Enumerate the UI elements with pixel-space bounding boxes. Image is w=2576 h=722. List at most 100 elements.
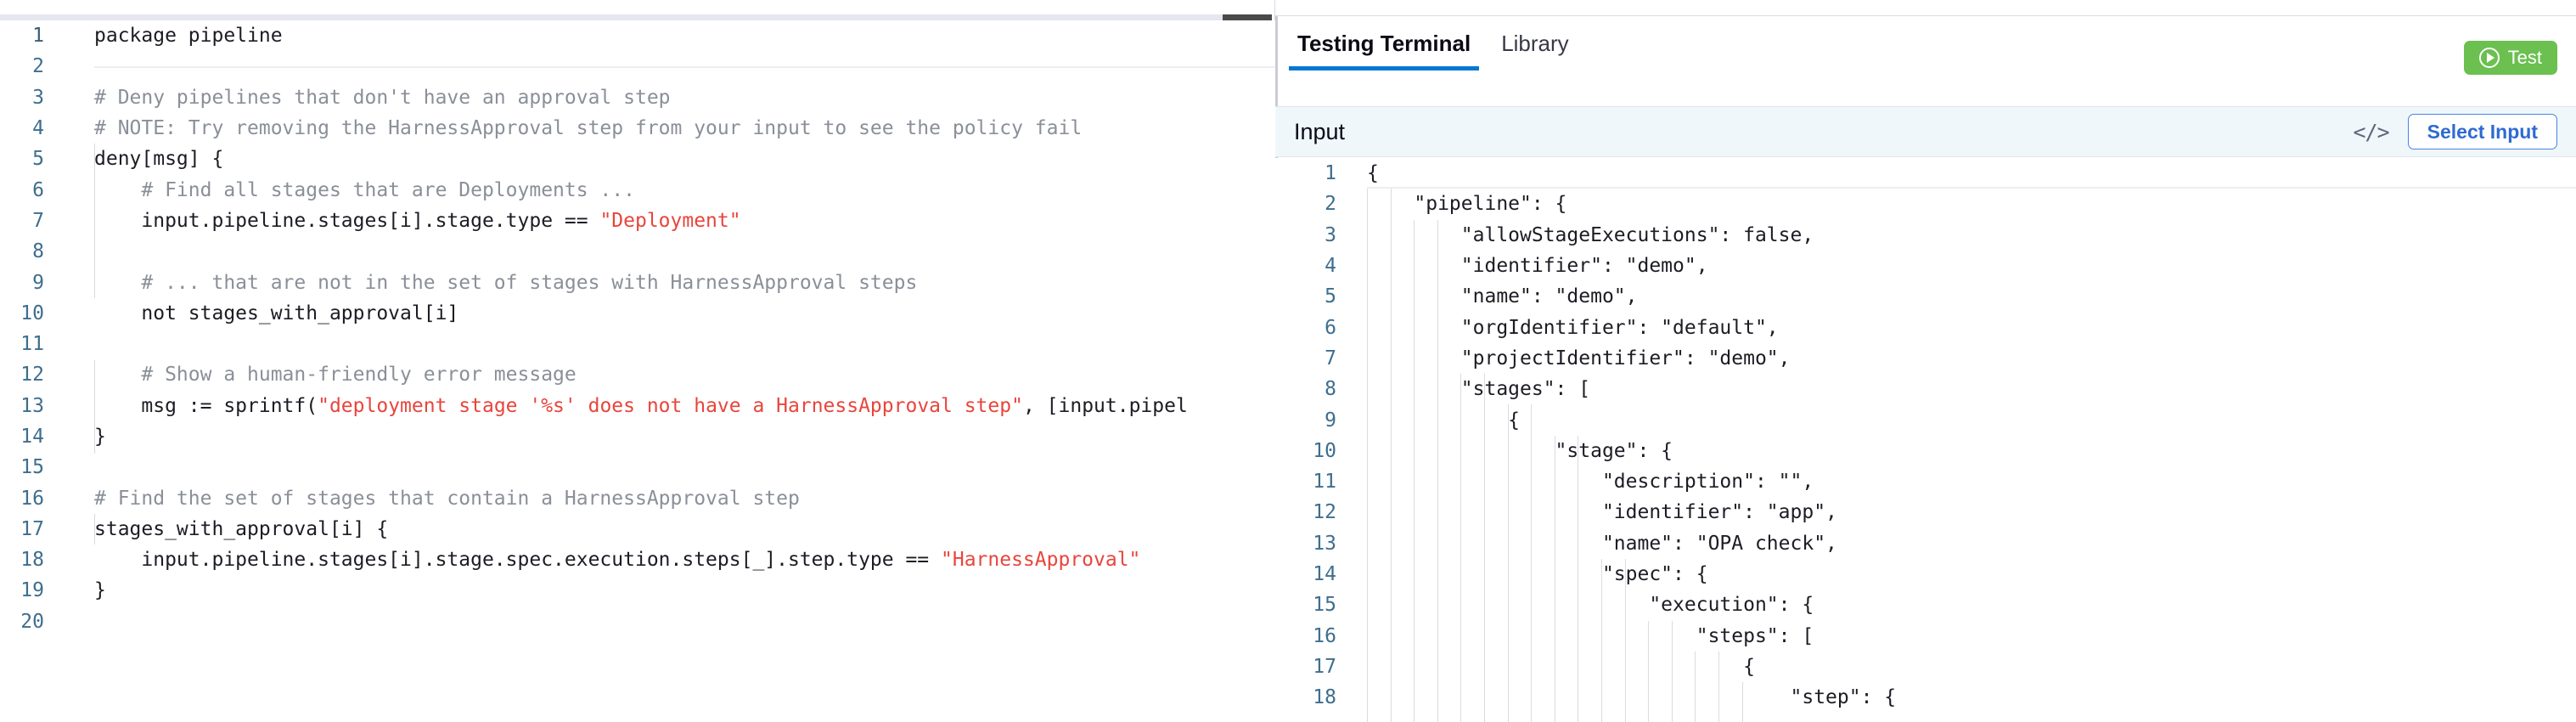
- test-button[interactable]: Test: [2463, 41, 2557, 75]
- test-button-label: Test: [2507, 47, 2542, 68]
- code-line: 12 # Show a human-friendly error message: [0, 359, 1275, 390]
- code-line-text: not stages_with_approval[i]: [44, 302, 458, 324]
- line-number: 13: [20, 394, 44, 417]
- json-line: 4 "identifier": "demo",: [1275, 251, 2576, 281]
- json-line-number: 3: [1325, 223, 1336, 246]
- line-number: 1: [32, 25, 44, 48]
- code-line-text: input.pipeline.stages[i].stage.spec.exec…: [44, 549, 1140, 571]
- token-plain: input.pipeline.stages[i].stage.spec.exec…: [94, 549, 941, 572]
- line-number: 10: [20, 302, 44, 324]
- code-line: 11: [0, 329, 1275, 359]
- json-line: 5 "name": "demo",: [1275, 281, 2576, 312]
- json-indent-guide: [1507, 404, 1509, 722]
- json-line-number: 16: [1313, 624, 1336, 647]
- json-line-number: 11: [1313, 471, 1336, 494]
- line-number: 15: [20, 456, 44, 479]
- code-line: 20: [0, 606, 1275, 637]
- code-line: 9 # ... that are not in the set of stage…: [0, 267, 1275, 297]
- editor-horizontal-scrollbar[interactable]: [0, 14, 1248, 20]
- code-line-text: # Show a human-friendly error message: [44, 364, 576, 386]
- indent-guide: [94, 144, 95, 298]
- line-number: 9: [32, 271, 44, 294]
- input-section-header: Input </> Select Input: [1275, 106, 2576, 157]
- code-line-text: package pipeline: [44, 25, 283, 47]
- tab-library[interactable]: Library: [1501, 30, 1569, 56]
- code-view-icon[interactable]: </>: [2353, 119, 2389, 144]
- json-line: 15 "execution": {: [1275, 589, 2576, 620]
- code-line-text: }: [44, 426, 106, 448]
- code-line-text: # NOTE: Try removing the HarnessApproval…: [44, 117, 1082, 139]
- json-line: 17 {: [1275, 651, 2576, 682]
- input-title: Input: [1294, 118, 1346, 144]
- line-number: 11: [20, 333, 44, 356]
- indent-guide: [94, 514, 95, 544]
- token-comment: # NOTE: Try removing the HarnessApproval…: [94, 117, 1083, 140]
- code-line: 16# Find the set of stages that contain …: [0, 482, 1275, 513]
- token-plain: deny[msg] {: [94, 148, 224, 171]
- json-line-text: "name": "demo",: [1367, 285, 1638, 308]
- json-line-text: "stages": [: [1367, 378, 1591, 401]
- input-json-surface[interactable]: 1{2 "pipeline": {3 "allowStageExecutions…: [1275, 158, 2576, 722]
- code-line-text: # Deny pipelines that don't have an appr…: [44, 87, 671, 109]
- json-line-number: 4: [1325, 255, 1336, 278]
- play-circle-icon: [2478, 48, 2500, 68]
- token-string: "Deployment": [599, 209, 741, 232]
- editor-scrollbar-thumb[interactable]: [1223, 14, 1272, 20]
- code-line-text: # ... that are not in the set of stages …: [44, 272, 917, 294]
- json-line-number: 14: [1313, 563, 1336, 585]
- json-indent-guide: [1414, 219, 1415, 722]
- code-line: 3# Deny pipelines that don't have an app…: [0, 82, 1275, 113]
- code-line: 13 msg := sprintf("deployment stage '%s'…: [0, 391, 1275, 421]
- json-line-text: "description": "",: [1367, 471, 1814, 494]
- json-line-number: 15: [1313, 594, 1336, 617]
- json-line-text: "pipeline": {: [1367, 193, 1567, 216]
- json-line-text: "stage": {: [1367, 439, 1673, 462]
- json-line-text: "orgIdentifier": "default",: [1367, 316, 1779, 339]
- token-plain: not stages_with_approval[i]: [94, 302, 459, 324]
- token-plain: stages_with_approval[i] {: [94, 517, 389, 540]
- json-line: 18 "step": {: [1275, 682, 2576, 713]
- code-line: 18 input.pipeline.stages[i].stage.spec.e…: [0, 544, 1275, 575]
- code-line: 8: [0, 236, 1275, 267]
- json-line-number: 10: [1313, 439, 1336, 462]
- json-line-text: "spec": {: [1367, 563, 1708, 585]
- json-line-number: 12: [1313, 501, 1336, 524]
- tab-list: Testing Terminal Library: [1282, 16, 1584, 71]
- code-line: 6 # Find all stages that are Deployments…: [0, 174, 1275, 205]
- tab-testing-terminal[interactable]: Testing Terminal: [1282, 16, 1486, 71]
- json-line: 9 {: [1275, 404, 2576, 435]
- line-number: 19: [20, 579, 44, 602]
- json-indent-guide: [1601, 558, 1602, 722]
- json-line-number: 7: [1325, 347, 1336, 369]
- line-number: 6: [32, 178, 44, 201]
- indent-guide: [94, 360, 95, 454]
- json-indent-guide: [1531, 404, 1533, 722]
- code-line: 10 not stages_with_approval[i]: [0, 298, 1275, 329]
- line-number: 17: [20, 517, 44, 540]
- code-line-text: stages_with_approval[i] {: [44, 518, 388, 540]
- json-indent-guide: [1484, 374, 1485, 722]
- json-indent-guide: [1741, 682, 1743, 722]
- line-number: 14: [20, 426, 44, 448]
- json-line-number: 17: [1313, 655, 1336, 678]
- token-string: "deployment stage '%s' does not have a H…: [318, 394, 1023, 417]
- token-string: "HarnessApproval": [941, 549, 1141, 572]
- line-number: 16: [20, 487, 44, 510]
- json-line-number: 5: [1325, 285, 1336, 308]
- json-line-text: "name": "OPA check",: [1367, 532, 1837, 555]
- json-line-text: "identifier": "app",: [1367, 501, 1837, 524]
- code-line-text: }: [44, 579, 106, 601]
- select-input-button[interactable]: Select Input: [2407, 114, 2557, 149]
- json-indent-guide: [1390, 189, 1392, 722]
- json-indent-guide: [1624, 558, 1626, 722]
- code-line-text: msg := sprintf("deployment stage '%s' do…: [44, 394, 1187, 417]
- line-number: 7: [32, 209, 44, 232]
- token-plain: }: [94, 426, 106, 448]
- json-line: 7 "projectIdentifier": "demo",: [1275, 343, 2576, 374]
- json-indent-guide: [1437, 219, 1438, 722]
- token-plain: input.pipeline.stages[i].stage.type ==: [94, 209, 600, 232]
- active-line-underline: [94, 66, 1275, 68]
